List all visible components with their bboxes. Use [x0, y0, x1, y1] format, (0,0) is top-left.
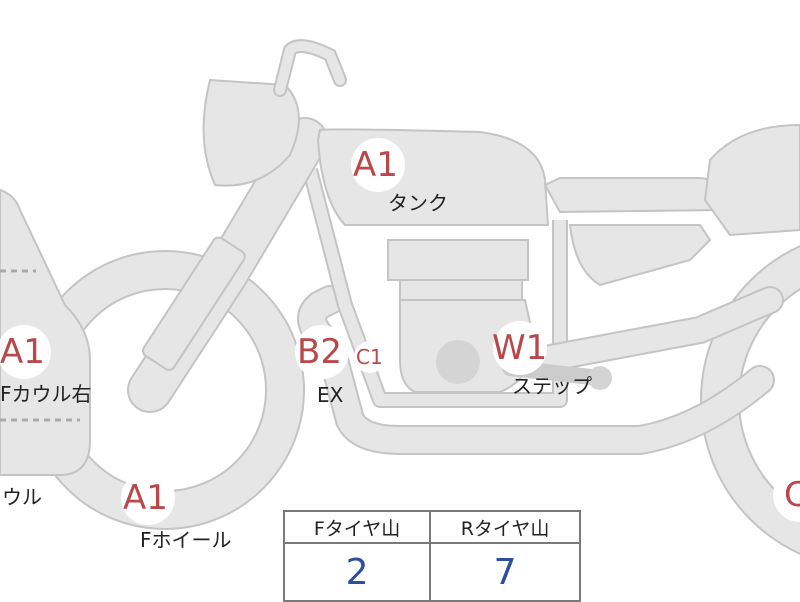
damage-code-front-wheel: A1	[123, 478, 168, 518]
frame-down-tube-fill	[304, 168, 566, 406]
engine-cylinder	[399, 279, 523, 301]
engine-head	[387, 239, 529, 281]
part-label-exhaust: EX	[317, 383, 344, 407]
code-bg-wheel	[121, 471, 175, 525]
damage-code-front-cowl-right: A1	[0, 332, 45, 372]
front-tire-value: 2	[282, 542, 432, 602]
seat	[543, 177, 727, 214]
engine-cover	[436, 340, 480, 384]
part-label-step: ステップ	[512, 374, 592, 398]
handlebar-fill	[275, 41, 345, 95]
code-bg-cowl	[0, 325, 51, 379]
code-bg-tank	[351, 138, 405, 192]
rear-tire-header: Rタイヤ山	[429, 510, 581, 544]
headlight	[202, 78, 300, 187]
exhaust-pipe-fill	[299, 287, 773, 453]
code-bg-exhaust-sub	[354, 341, 386, 373]
damage-code-exhaust: B2	[297, 332, 342, 372]
fork-lower	[141, 236, 246, 371]
part-label-front-wheel: Fホイール	[140, 528, 232, 552]
part-label-cowl: ウル	[2, 485, 42, 509]
damage-code-rear: C	[784, 475, 800, 515]
damage-code-tank: A1	[353, 145, 398, 185]
tire-table-header-row: Fタイヤ山 Rタイヤ山	[282, 510, 581, 544]
tail-section	[703, 123, 800, 237]
swing-arm-fill	[528, 288, 782, 372]
part-label-tank: タンク	[388, 191, 448, 215]
damage-code-step: W1	[492, 328, 548, 368]
rear-tire-value: 7	[429, 542, 581, 602]
step-peg	[588, 366, 612, 390]
code-bg-rear	[773, 468, 800, 522]
tire-tread-table: Fタイヤ山 Rタイヤ山 2 7	[282, 510, 581, 602]
part-label-front-cowl-right: Fカウル右	[0, 382, 92, 406]
front-cowl	[0, 188, 91, 476]
code-bg-step	[493, 321, 547, 375]
code-bg-exhaust	[295, 325, 349, 379]
damage-code-exhaust-sub: C1	[356, 345, 383, 369]
tire-table-value-row: 2 7	[282, 542, 581, 602]
front-tire-header: Fタイヤ山	[282, 510, 432, 544]
side-cover	[568, 224, 712, 287]
